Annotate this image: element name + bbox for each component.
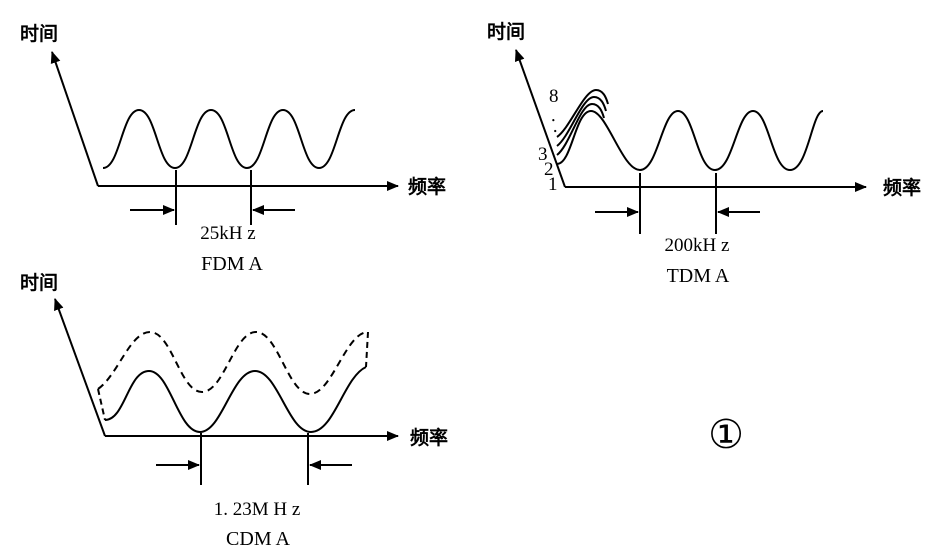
fdma-scheme-label: FDM A — [201, 253, 263, 275]
tdma-slot-curve-3 — [556, 95, 607, 147]
tdma-time-axis — [514, 49, 566, 188]
figure-number-marker: ① — [708, 412, 744, 458]
cdma-bandwidth-label: 1. 23M H z — [214, 499, 301, 520]
tdma-slot-curve-8 — [556, 88, 609, 138]
tdma-scheme-label: TDM A — [667, 265, 730, 287]
tdma-slot-label-2: 2 — [544, 159, 554, 180]
fdma-frequency-axis-label: 频率 — [408, 175, 446, 198]
cdma-frequency-axis-label: 频率 — [410, 426, 448, 449]
tdma-carrier-wave — [556, 109, 824, 172]
cdma-dashed-right-edge — [365, 331, 369, 368]
cdma-carrier-wave — [104, 366, 367, 434]
fdma-time-axis-label: 时间 — [20, 23, 58, 45]
tdma-slot-label-3: 3 — [538, 144, 548, 165]
fdma-panel: 时间 频率 25kH z FDM A — [20, 23, 446, 275]
cdma-time-axis — [54, 298, 106, 437]
cdma-time-axis-label: 时间 — [20, 272, 58, 294]
tdma-slot-curve-2 — [556, 102, 605, 156]
tdma-time-axis-label: 时间 — [487, 21, 525, 43]
tdma-bandwidth-label: 200kH z — [665, 235, 730, 256]
fdma-carrier-wave — [102, 108, 356, 170]
tdma-frequency-axis-label: 频率 — [883, 176, 921, 199]
fdma-bandwidth-label: 25kH z — [200, 223, 255, 244]
cdma-dashed-wave — [97, 330, 369, 396]
cdma-scheme-label: CDM A — [226, 528, 290, 550]
cdma-dashed-left-edge — [97, 388, 106, 421]
tdma-panel: 时间 频率 1 2 3 8 · · 200kH z TDM A — [487, 21, 921, 287]
tdma-slot-label-8: 8 — [549, 86, 559, 107]
cdma-panel: 时间 频率 1. 23M H z CDM A — [20, 272, 448, 550]
fdma-time-axis — [50, 51, 99, 187]
tdma-slot-label-1: 1 — [548, 174, 558, 195]
tdma-slot-ellipsis: · · — [542, 115, 566, 136]
